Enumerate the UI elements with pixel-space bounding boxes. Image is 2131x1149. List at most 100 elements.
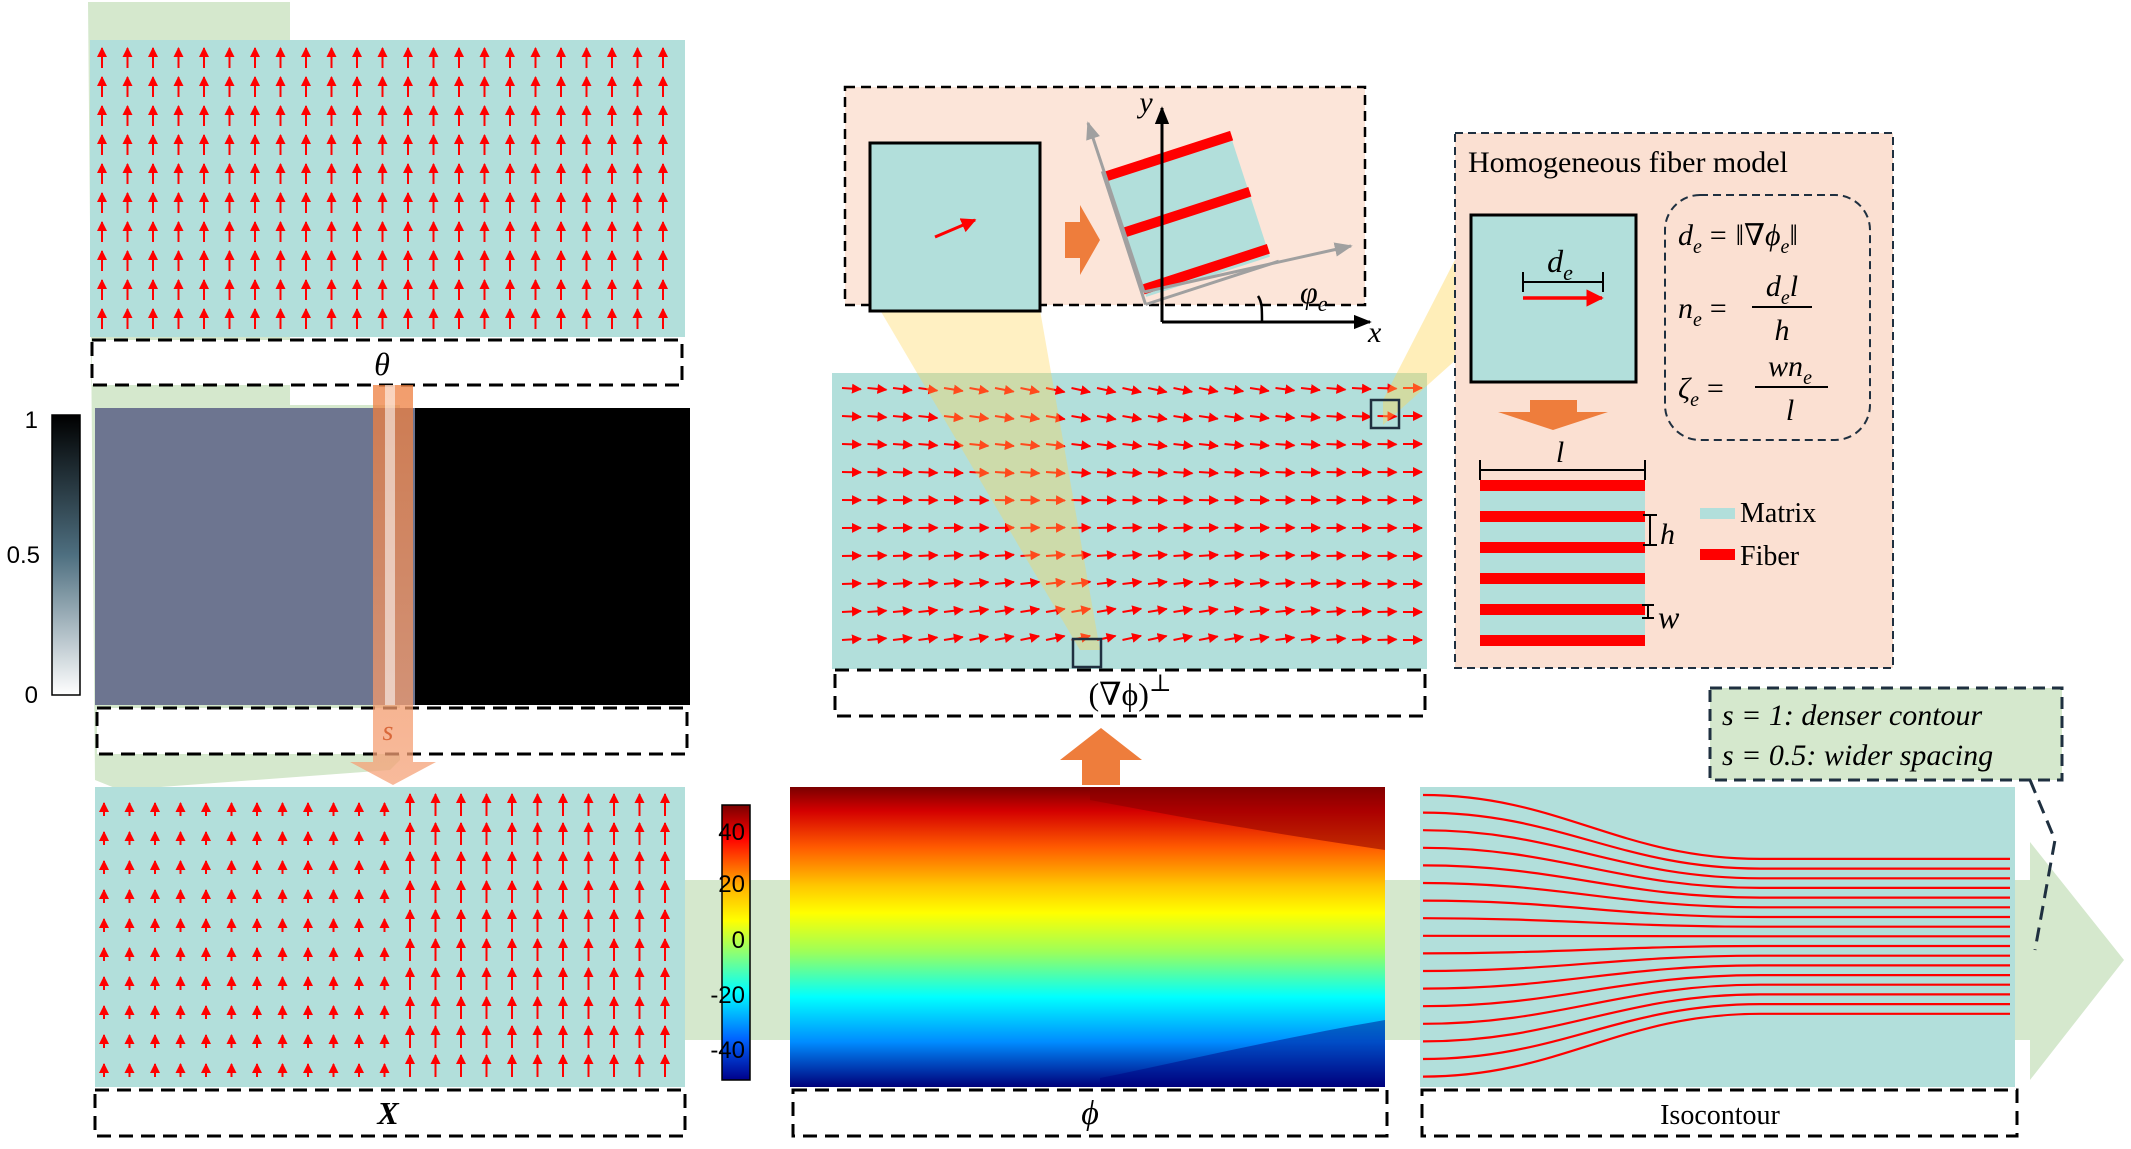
gradient-arrow (842, 639, 861, 640)
gradient-arrow (1174, 472, 1193, 473)
s-colorbar-tick-05: 0.5 (7, 542, 40, 569)
phi-colorbar-tick-20: 20 (718, 871, 745, 898)
inset-x-axis-label: x (1367, 316, 1382, 349)
gradient-arrow (1250, 472, 1269, 473)
x-field (95, 787, 685, 1087)
gradient-arrow (893, 583, 912, 584)
gradient-arrow (1174, 555, 1193, 556)
gradient-arrow (893, 444, 912, 445)
gradient-arrow (970, 555, 989, 556)
gradient-arrow (944, 555, 963, 556)
phi-to-gradient-arrow (1060, 728, 1142, 785)
gradient-arrow (1327, 583, 1346, 584)
gradient-arrow (1301, 444, 1320, 445)
gradient-arrow (1123, 555, 1142, 556)
legend-fiber-swatch (1700, 549, 1735, 560)
equation-zeta-denominator: l (1786, 394, 1794, 427)
dimension-h-label: h (1660, 518, 1675, 551)
phi-colorbar-tick-m40: -40 (710, 1037, 745, 1064)
gradient-arrow (944, 472, 963, 473)
gradient-arrow (1301, 583, 1320, 584)
gradient-arrow (1352, 444, 1371, 445)
laminate-fiber (1480, 511, 1645, 522)
s-colorbar-tick-1: 1 (25, 407, 38, 434)
gradient-arrow (1378, 639, 1397, 640)
spacing-note-line1: s = 1: denser contour (1722, 699, 1983, 732)
gradient-arrow (842, 583, 861, 584)
gradient-arrow (1097, 472, 1116, 473)
gradient-arrow (842, 611, 861, 612)
gradient-arrow (1352, 388, 1371, 389)
theta-label: θ (374, 346, 390, 382)
spacing-note-line2: s = 0.5: wider spacing (1722, 739, 1993, 772)
gradient-arrow (1327, 444, 1346, 445)
laminate-fiber (1480, 480, 1645, 491)
gradient-arrow (1148, 555, 1167, 556)
gradient-arrow (1276, 583, 1295, 584)
gradient-arrow (1276, 444, 1295, 445)
gradient-arrow (893, 472, 912, 473)
phi-colorbar-tick-m20: -20 (710, 982, 745, 1009)
gradient-arrow (1250, 555, 1269, 556)
gradient-arrow (868, 472, 887, 473)
phi-colorbar-tick-40: 40 (718, 819, 745, 846)
gradient-arrow (868, 555, 887, 556)
gradient-arrow (842, 416, 861, 417)
gradient-arrow (1352, 639, 1371, 640)
laminate-fiber (1480, 542, 1645, 553)
gradient-arrow (868, 583, 887, 584)
gradient-arrow (1327, 416, 1346, 417)
laminate-matrix (1480, 480, 1645, 645)
s-colorbar-tick-0: 0 (25, 682, 38, 709)
gradient-arrow (1276, 555, 1295, 556)
gradient-arrow (1123, 472, 1142, 473)
laminate-fiber (1480, 573, 1645, 584)
fiber-model-title: Homogeneous fiber model (1468, 146, 1788, 179)
inset-y-axis-label: y (1136, 86, 1153, 119)
gradient-arrow (1327, 611, 1346, 612)
gradient-arrow (1225, 472, 1244, 473)
gradient-arrow (1301, 555, 1320, 556)
gradient-arrow (1199, 555, 1218, 556)
s-arrow-highlight (385, 385, 395, 705)
isocontour-line (1423, 936, 2010, 937)
gradient-arrow (893, 555, 912, 556)
phi-label: ϕ (1081, 1095, 1099, 1132)
dimension-l-label: l (1556, 436, 1564, 469)
s-map-right (415, 408, 690, 705)
gradient-arrow (919, 555, 938, 556)
legend-fiber-label: Fiber (1740, 541, 1800, 572)
phi-colorbar-tick-0: 0 (732, 927, 745, 954)
gradient-arrow (842, 444, 861, 445)
isocontour-label: Isocontour (1660, 1100, 1780, 1131)
gradient-arrow (1072, 472, 1091, 473)
gradient-arrow (1199, 472, 1218, 473)
gradient-arrow (1327, 472, 1346, 473)
gradient-arrow (1225, 555, 1244, 556)
gradient-arrow (1148, 472, 1167, 473)
gradient-arrow (1352, 611, 1371, 612)
laminate-fiber (1480, 635, 1645, 646)
laminate-fiber (1480, 604, 1645, 615)
gradient-arrow (995, 555, 1014, 556)
s-map-left (95, 408, 415, 705)
s-arrow-label: s (383, 716, 394, 747)
gradient-arrow (1276, 472, 1295, 473)
x-label: X (376, 1095, 399, 1131)
gradient-arrow (1352, 416, 1371, 417)
gradient-arrow (868, 611, 887, 612)
gradient-arrow (842, 388, 861, 389)
gradient-arrow (1097, 555, 1116, 556)
legend-matrix-swatch (1700, 508, 1735, 519)
dimension-w-label: w (1658, 599, 1680, 635)
s-colorbar (52, 415, 80, 695)
gradient-arrow (1352, 583, 1371, 584)
gradient-arrow (1301, 472, 1320, 473)
equation-ne-denominator: h (1775, 314, 1790, 347)
gradient-arrow (868, 444, 887, 445)
gradient-arrow (868, 416, 887, 417)
gradient-arrow (1327, 555, 1346, 556)
gradient-arrow (919, 472, 938, 473)
